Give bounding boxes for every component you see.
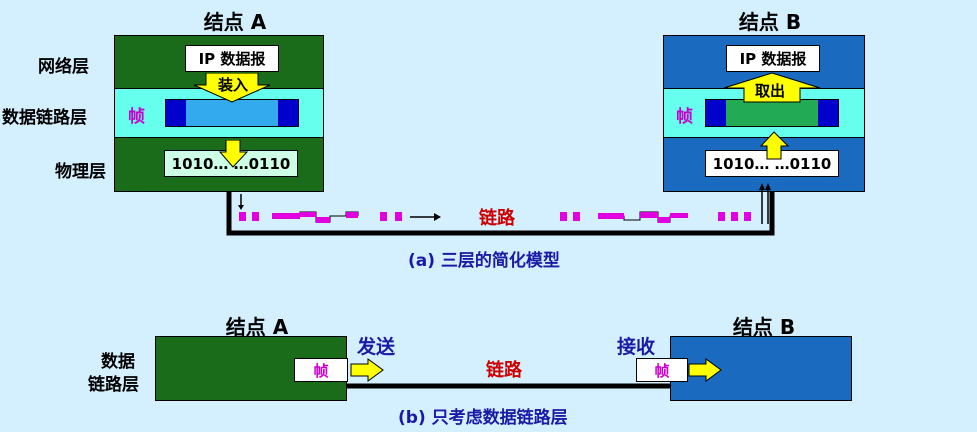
pulse: [239, 212, 246, 221]
receive-arrow: [688, 358, 722, 382]
extract-label: 取出: [755, 82, 786, 100]
ip-datagram-b: IP 数据报: [726, 45, 820, 72]
receive-label: 接收: [617, 336, 656, 358]
pulse: [731, 212, 738, 221]
node-b-title: 结点 B: [738, 10, 802, 34]
frame-a-header: [166, 100, 186, 126]
link-a-line: [226, 183, 775, 236]
pulse: [573, 212, 580, 221]
network-layer-label: 网络层: [38, 57, 89, 77]
link-a-label: 链路: [479, 208, 515, 229]
ip-datagram-a: IP 数据报: [185, 45, 279, 72]
frame-label-a-b: 帧: [313, 361, 329, 380]
caption-b: (b) 只考虑数据链路层: [398, 408, 568, 428]
extract-arrow: [723, 72, 821, 103]
frame-label-b-b: 帧: [654, 361, 670, 380]
encapsulate-arrow: [193, 73, 271, 103]
datalink-label-line2: 链路层: [88, 375, 139, 395]
node-b-title-b: 结点 B: [732, 315, 796, 339]
bits-to-frame-arrow: [760, 131, 790, 160]
datalink-label-line1: 数据: [101, 352, 135, 372]
frame-box-b-b: 帧: [636, 358, 688, 382]
send-label: 发送: [357, 336, 396, 358]
pulse: [395, 212, 402, 221]
pulse: [718, 212, 725, 221]
node-a-title-b: 结点 A: [225, 315, 289, 339]
pulse: [380, 212, 387, 221]
caption-a: (a) 三层的简化模型: [408, 251, 560, 271]
physical-layer-label: 物理层: [55, 162, 106, 182]
link-b-label: 链路: [486, 360, 522, 381]
encapsulate-label: 装入: [218, 76, 249, 94]
send-arrow: [350, 358, 384, 382]
pulse: [560, 212, 567, 221]
frame-b: [705, 99, 839, 127]
datalink-layer-label: 数据链路层: [2, 108, 87, 128]
signal-waveform-1: [272, 211, 359, 223]
node-a-title: 结点 A: [203, 10, 267, 34]
frame-a-trailer: [278, 100, 298, 126]
frame-label-b: 帧: [676, 107, 693, 127]
frame-to-bits-arrow: [219, 140, 249, 168]
signal-waveform-2: [598, 211, 688, 223]
frame-b-header: [706, 100, 726, 126]
frame-label-a: 帧: [128, 107, 145, 127]
pulse: [744, 212, 751, 221]
frame-b-trailer: [818, 100, 838, 126]
pulse: [252, 212, 259, 221]
frame-box-a-b: 帧: [294, 358, 348, 382]
